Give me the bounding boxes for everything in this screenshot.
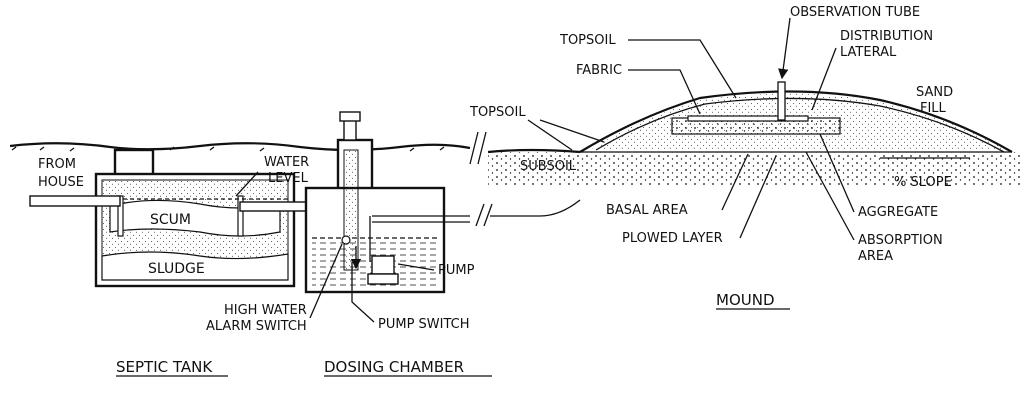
from-house-label: FROM: [38, 157, 76, 172]
high-water-alarm-label: HIGH WATER: [224, 303, 307, 318]
mound-title: MOUND: [716, 291, 775, 309]
dosing-chamber-title: DOSING CHAMBER: [324, 358, 464, 376]
sand-fill-label: SAND: [916, 85, 953, 100]
effluent-pipe: [239, 201, 313, 212]
pump-switch-label: PUMP SWITCH: [378, 317, 470, 332]
topsoil-top-label: TOPSOIL: [559, 33, 616, 48]
topsoil-left-label: TOPSOIL: [469, 105, 526, 120]
dosing-chamber: [304, 111, 470, 294]
water-level-label: WATER: [264, 155, 309, 170]
subsoil-label: SUBSOIL: [520, 159, 577, 174]
inlet-pipe: [29, 195, 121, 207]
observation-tube-label: OBSERVATION TUBE: [790, 5, 920, 20]
pipe-break: [469, 131, 581, 227]
pump-label: PUMP: [438, 263, 475, 278]
water-level-label-2: LEVEL: [268, 171, 309, 186]
svg-text:HOUSE: HOUSE: [38, 175, 84, 190]
fabric-label: FABRIC: [576, 63, 622, 78]
observation-tube: [777, 81, 786, 121]
scum-label: SCUM: [150, 212, 191, 228]
distribution-lateral-label: DISTRIBUTION: [840, 29, 933, 44]
distribution-lateral-label-2: LATERAL: [840, 45, 897, 60]
mound: [487, 81, 1020, 186]
absorption-area-label-2: AREA: [858, 249, 893, 264]
sludge-label: SLUDGE: [148, 261, 205, 277]
sand-fill-label-2: FILL: [920, 101, 947, 116]
basal-area-label: BASAL AREA: [606, 203, 688, 218]
slope-label: % SLOPE: [894, 175, 952, 190]
pump: [371, 255, 395, 275]
aggregate-label: AGGREGATE: [858, 205, 938, 220]
ground-surface-left: [9, 142, 471, 152]
high-water-alarm-label-2: ALARM SWITCH: [206, 319, 307, 334]
sludge-layer: [101, 251, 289, 281]
absorption-area-label: ABSORPTION: [858, 233, 943, 248]
plowed-layer-label: PLOWED LAYER: [622, 231, 723, 246]
svg-text:FROM: FROM: [38, 157, 76, 172]
septic-tank-title: SEPTIC TANK: [116, 358, 213, 376]
labels: FROM HOUSE WATER LEVEL SCUM SLUDGE HIGH …: [38, 5, 953, 377]
from-house-label-2: HOUSE: [38, 175, 84, 190]
septic-tank: [94, 148, 296, 288]
